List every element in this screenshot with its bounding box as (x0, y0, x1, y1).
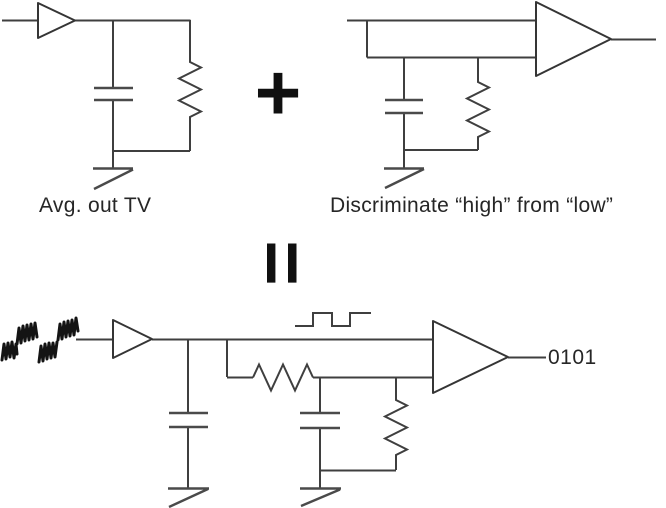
plus-operator: + (254, 48, 302, 137)
resistor-icon (464, 57, 492, 150)
combined-circuit (0, 312, 546, 508)
avg-circuit-label: Avg. out TV (39, 194, 152, 217)
buffer-amp-icon (37, 2, 76, 39)
wire (76, 338, 546, 472)
capacitor-icon (385, 98, 423, 115)
ground2-icon (300, 487, 341, 508)
discriminator-circuit-label: Discriminate “high” from “low” (330, 194, 614, 217)
comparator-amp-icon (535, 1, 612, 77)
output-bits-label: 0101 (548, 346, 597, 369)
square-wave-icon (295, 312, 371, 327)
comparator-amp-icon (432, 320, 509, 394)
noisy-signal-icon (0, 316, 80, 364)
resistor-icon (176, 20, 204, 151)
wire (347, 19, 656, 151)
capacitor-icon (94, 86, 133, 102)
capacitor1-icon (169, 411, 208, 429)
wire (2, 19, 191, 152)
shunt-resistor-icon (382, 377, 410, 470)
series-resistor-icon (252, 362, 314, 393)
discriminator-circuit (347, 1, 656, 190)
buffer-amp-icon (112, 319, 153, 359)
equals-operator: = (239, 240, 327, 286)
avg-circuit (2, 2, 204, 191)
ground-icon (93, 167, 134, 191)
capacitor2-icon (300, 411, 340, 430)
ground1-icon (168, 487, 209, 508)
ground-icon (384, 167, 425, 190)
